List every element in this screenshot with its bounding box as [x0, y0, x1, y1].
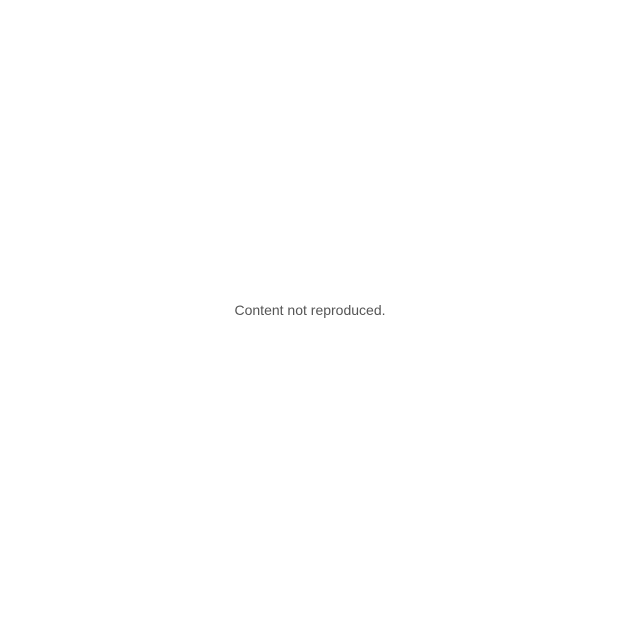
notice-text: Content not reproduced. [234, 302, 386, 318]
